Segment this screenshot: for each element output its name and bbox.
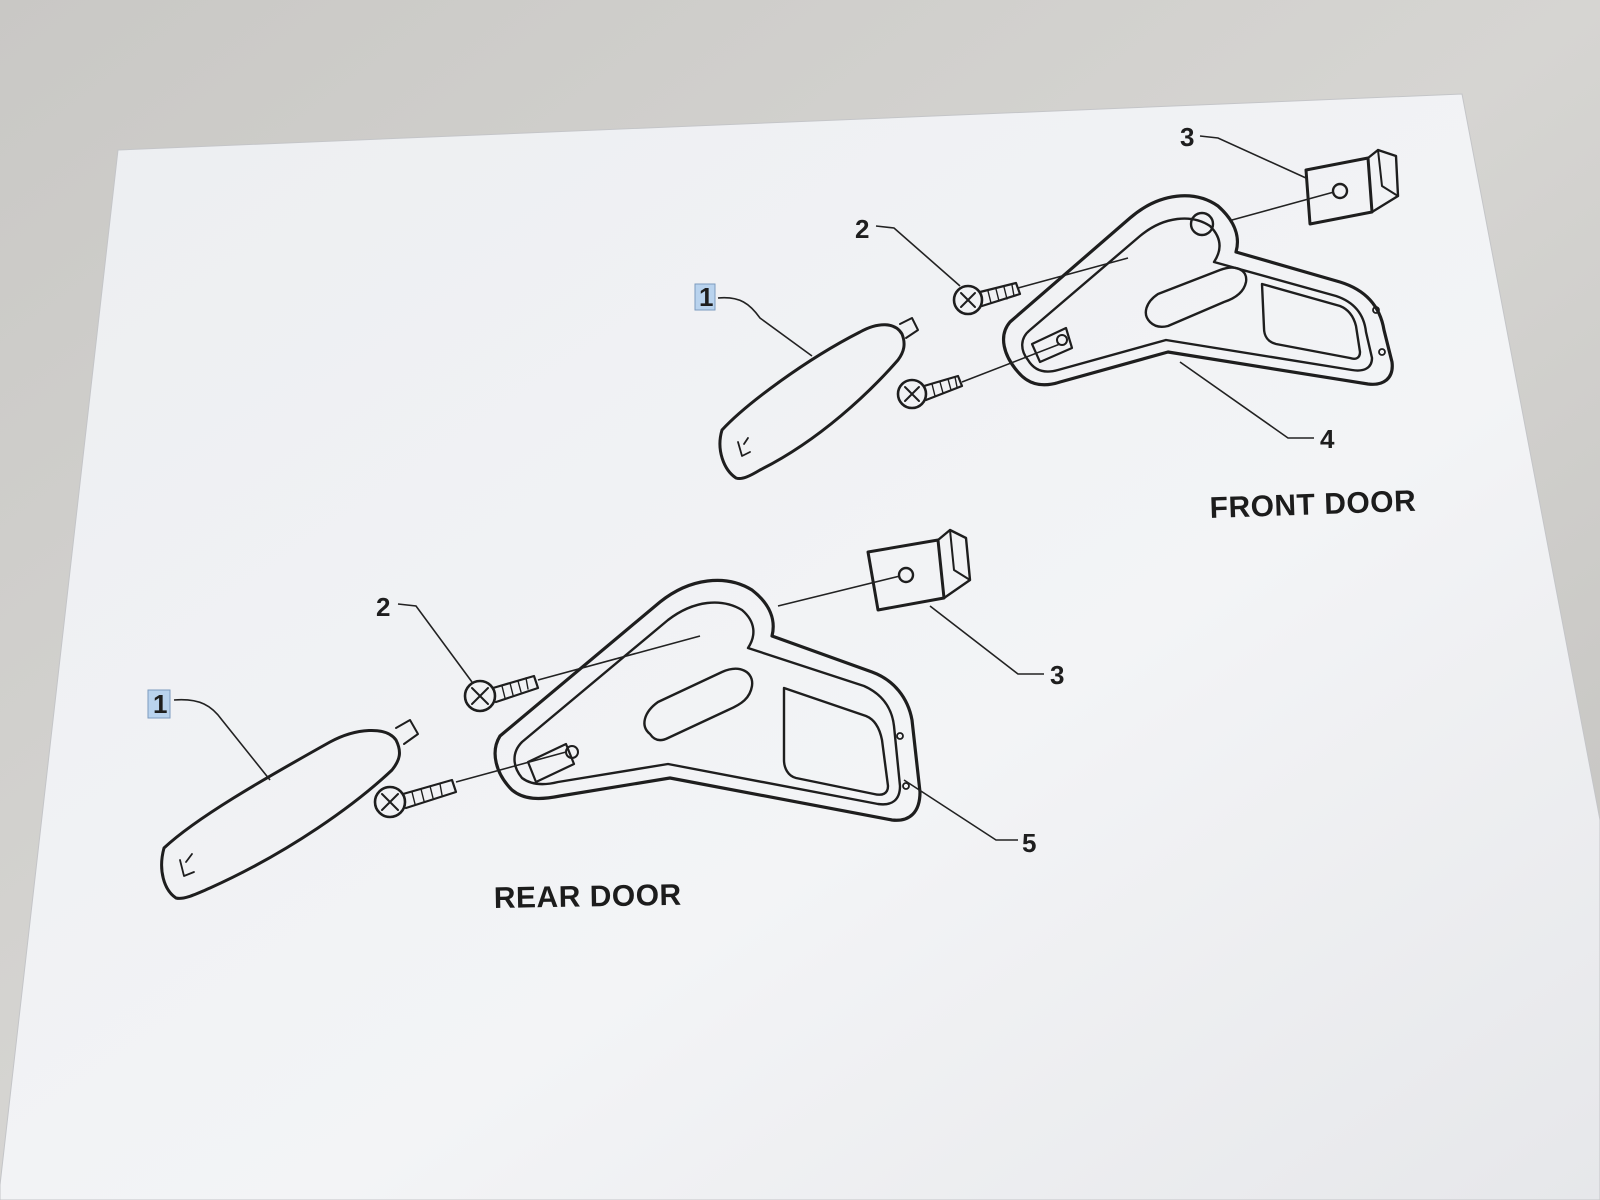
- front-callout-2: 2: [855, 214, 961, 287]
- front-door-assembly: 1 2 3 4 FRONT DOOR: [694, 122, 1417, 525]
- rear-guide-line-nut: [777, 575, 901, 607]
- rear-trim-bezel: [493, 578, 922, 822]
- front-callout-2-label: 2: [855, 214, 869, 244]
- rear-door-assembly: 1 2 3 5 REAR DOOR: [147, 528, 1064, 915]
- rear-clip-nut: [866, 528, 972, 612]
- front-callout-3: 3: [1180, 122, 1307, 179]
- rear-callout-3: 3: [929, 605, 1064, 690]
- rear-callout-5: 5: [903, 779, 1036, 858]
- front-clip-nut: [1304, 148, 1400, 226]
- front-guide-line-lower-screw: [961, 343, 1061, 383]
- rear-callout-5-label: 5: [1022, 828, 1036, 858]
- front-callout-1: 1: [694, 282, 813, 357]
- rear-callout-1-label: 1: [153, 689, 167, 719]
- front-trim-bezel: [1001, 194, 1394, 387]
- rear-callout-2: 2: [376, 592, 473, 683]
- rear-callout-2-label: 2: [376, 592, 390, 622]
- rear-handle-cover: [160, 719, 419, 900]
- front-door-caption: FRONT DOOR: [1209, 485, 1417, 525]
- front-handle-cover: [718, 317, 919, 480]
- rear-guide-line-upper-screw: [537, 635, 701, 681]
- rear-door-caption: REAR DOOR: [494, 879, 682, 915]
- front-callout-4: 4: [1179, 361, 1335, 454]
- front-callout-1-label: 1: [699, 282, 713, 312]
- front-screw-upper: [952, 281, 1022, 316]
- rear-callout-1: 1: [147, 689, 271, 781]
- rear-screw-lower: [373, 778, 458, 819]
- front-callout-4-label: 4: [1320, 424, 1335, 454]
- front-callout-3-label: 3: [1180, 122, 1194, 152]
- front-guide-line-nut: [1231, 191, 1335, 221]
- rear-screw-upper: [463, 674, 540, 713]
- rear-guide-line-lower-screw: [455, 751, 567, 783]
- rear-callout-3-label: 3: [1050, 660, 1064, 690]
- front-screw-lower: [896, 374, 964, 410]
- front-guide-line-upper-screw: [1017, 257, 1129, 289]
